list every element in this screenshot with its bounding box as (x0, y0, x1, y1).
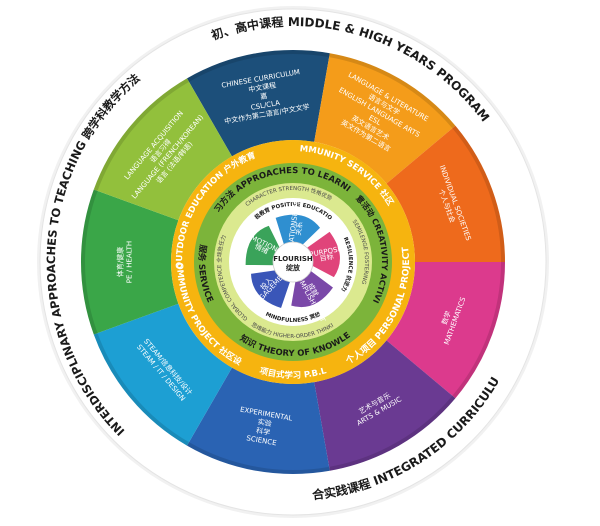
sector-language-acquisition: LANGUAGE ACQUISITION语言习得LANGUAGE (FRENCH… (93, 78, 233, 221)
subject-sectors: CHINESE CURRICULUM中文课程嘉CSL/CLA中文作为第二语言/中… (80, 50, 505, 474)
sector-chinese-line: 嘉 (260, 91, 268, 101)
sector-science-fill (187, 367, 330, 474)
sector-mathematics: 数学MATHEMATICS (386, 262, 505, 399)
sector-pe-health-line: 体育/健康 (116, 247, 125, 277)
sector-science-edge (187, 442, 330, 474)
sector-chinese-fill (187, 50, 330, 157)
petal-relationships-line: 关系 (294, 221, 305, 236)
center-label-en: FLOURISH (273, 255, 313, 263)
sector-chinese: CHINESE CURRICULUM中文课程嘉CSL/CLA中文作为第二语言/中… (187, 50, 330, 157)
sector-science: EXPERIMENTAL实验科学SCIENCE (187, 367, 330, 474)
sector-chinese-edge (187, 50, 330, 82)
sector-steam: STEAM/信息科技/设计STEAM / IT / DESIGN (93, 303, 233, 446)
petal-purpose-shape (304, 230, 341, 279)
petal-purpose: PURPOSE目标 (304, 230, 343, 279)
petal-emotions-shape (244, 224, 282, 267)
yellow-ring-pbl: 项目式学习 P.B.L (258, 366, 328, 381)
sector-language-literature: LANGUAGE & LITERATURE语言与文学ENGLISH LANGUA… (314, 53, 456, 184)
sector-science-line: 实验 (257, 417, 272, 428)
sector-science-line: 科学 (255, 426, 270, 437)
petal-purpose-line: 目标 (319, 252, 334, 263)
sector-pe-health-line: PE / HEALTH (126, 241, 134, 283)
sector-pe-health-label: 体育/健康PE / HEALTH (116, 241, 134, 283)
sector-pe-health: 体育/健康PE / HEALTH (80, 189, 179, 335)
sector-language-acquisition-fill (93, 78, 233, 221)
sector-individuals-societies-fill (386, 125, 505, 262)
sector-pe-health-edge (80, 189, 98, 335)
petal-relationships-shape (274, 213, 322, 247)
petal-relationships: RELATIONSHIPS关系 (274, 199, 322, 256)
sector-pe-health-fill (80, 189, 179, 335)
sector-arts-music: 艺术与音乐ARTS & MUSIC (314, 340, 456, 471)
center-circle (272, 241, 314, 283)
sector-mathematics-fill (386, 262, 505, 399)
petal-emotions: EMOTIONS情绪 (244, 224, 283, 267)
sector-steam-fill (93, 303, 233, 446)
petal-engagement-shape (249, 269, 292, 310)
center-label-zh: 绽放 (286, 263, 301, 272)
sector-individuals-societies: INDIVIDUAL SOCIETIES个人与社会 (386, 125, 505, 262)
sector-language-literature-fill (314, 53, 456, 184)
sector-arts-music-fill (314, 340, 456, 471)
